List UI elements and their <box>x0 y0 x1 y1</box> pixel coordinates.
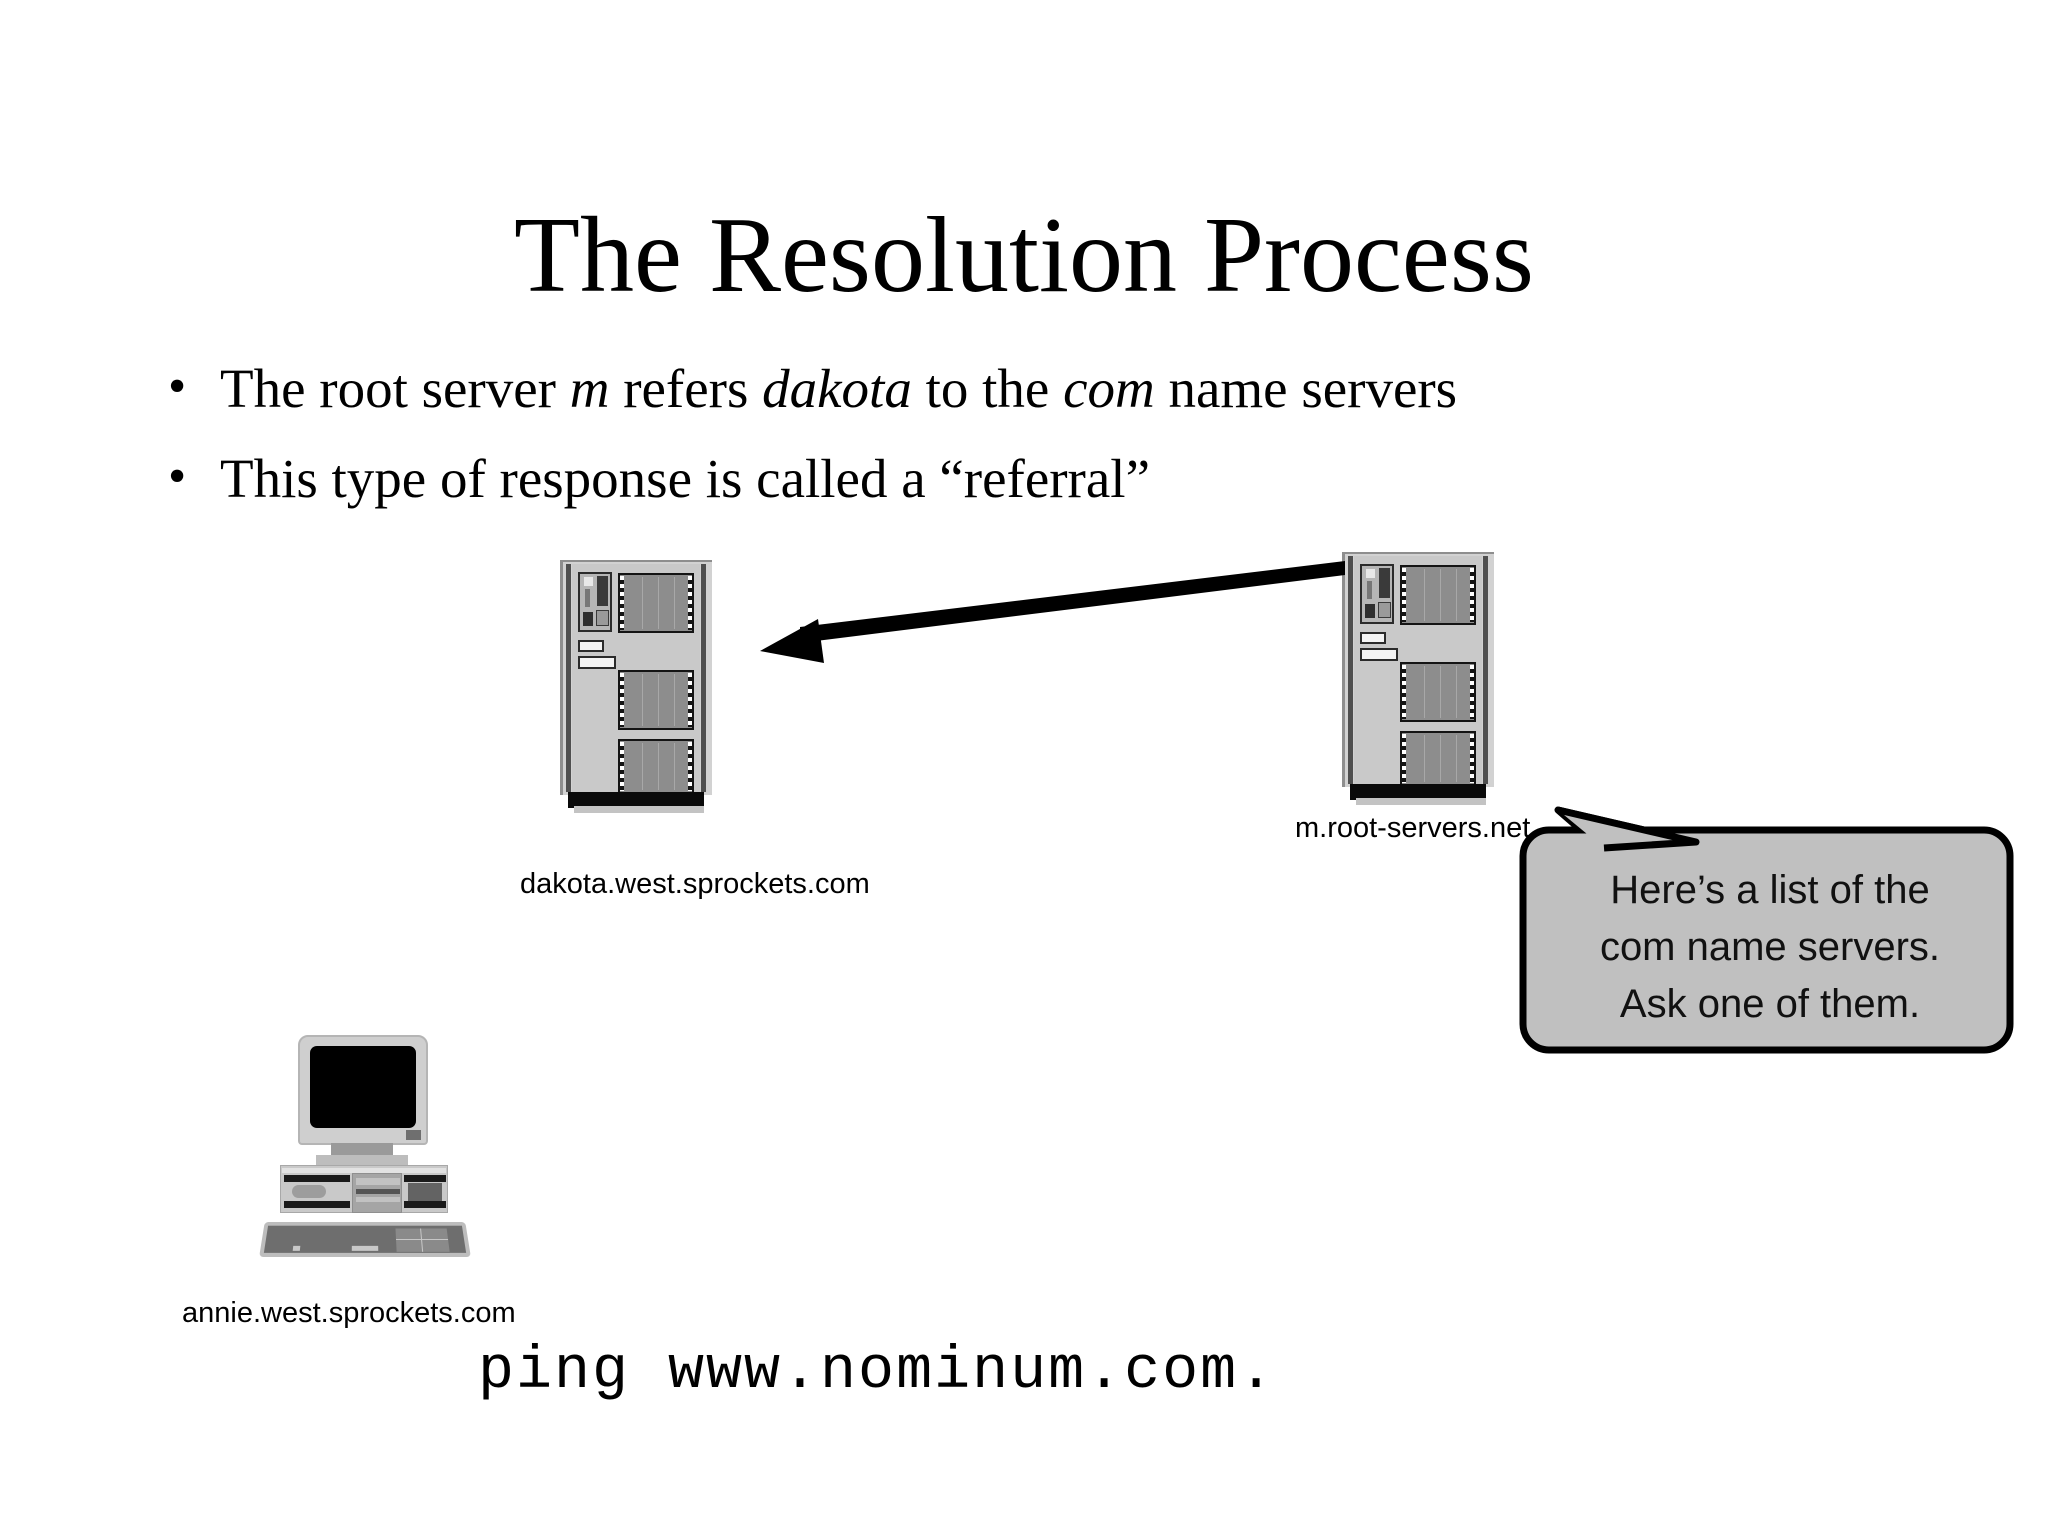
case-vent-stripe <box>404 1201 446 1208</box>
server-rail-left <box>1348 556 1353 784</box>
caption-annie: annie.west.sprockets.com <box>182 1297 516 1329</box>
server-drive-bay <box>1400 662 1476 722</box>
speech-bubble-line-1: Here’s a list of the <box>1610 868 1930 912</box>
server-slot-strip <box>578 656 616 669</box>
server-shadow <box>574 806 704 813</box>
server-base <box>1350 784 1486 800</box>
bullet-item-1: • The root server m refers dakota to the… <box>150 358 1970 420</box>
server-rail-left <box>566 564 571 792</box>
server-face <box>572 564 700 794</box>
caption-dakota: dakota.west.sprockets.com <box>520 868 870 900</box>
speech-bubble-text: Here’s a list of the com name servers. A… <box>1545 862 1995 1032</box>
server-drive-bay <box>1400 565 1476 625</box>
bullet-1-seg-3: dakota <box>762 358 912 419</box>
computer-case-top <box>282 1168 446 1173</box>
bullet-item-1-text: The root server m refers dakota to the c… <box>220 358 1970 420</box>
bullet-1-seg-2: refers <box>609 358 763 419</box>
server-drive-bay <box>1400 731 1476 786</box>
bullet-1-seg-1: m <box>569 358 610 419</box>
case-vent-stripe <box>284 1201 350 1208</box>
referral-arrow-icon <box>760 561 1345 663</box>
bullet-item-2: • This type of response is called a “ref… <box>150 448 1970 510</box>
server-rail-right <box>701 564 706 792</box>
monitor-stand <box>316 1155 408 1167</box>
server-drive-bay <box>618 573 694 633</box>
bullet-item-2-text: This type of response is called a “refer… <box>220 447 1150 509</box>
speech-bubble-line-3: Ask one of them. <box>1619 981 1921 1026</box>
bullet-marker-icon: • <box>168 447 187 505</box>
ping-command-text: ping www.nominum.com. <box>478 1338 1277 1406</box>
server-face <box>1354 556 1482 786</box>
server-drive-bay <box>618 739 694 794</box>
bullet-list: • The root server m refers dakota to the… <box>150 358 1970 537</box>
server-slot-strip <box>1360 632 1386 644</box>
server-rack-icon-root <box>1342 552 1494 805</box>
page-title: The Resolution Process <box>514 196 1534 315</box>
monitor-screen <box>310 1046 416 1128</box>
server-rack-icon-dakota <box>560 560 712 813</box>
speech-bubble-line-2: com name servers. <box>1599 924 1941 969</box>
server-base <box>568 792 704 808</box>
case-vent-stripe <box>404 1175 446 1182</box>
speech-bubble <box>1519 806 2014 1054</box>
bullet-marker-icon: • <box>168 358 187 415</box>
server-shadow <box>1356 798 1486 805</box>
server-control-panel <box>1360 564 1394 624</box>
desktop-computer-icon <box>258 1035 476 1257</box>
caption-root-server: m.root-servers.net <box>1295 812 1531 844</box>
floppy-drive-icon <box>352 1173 402 1213</box>
monitor-neck <box>331 1143 393 1157</box>
case-port <box>408 1183 442 1201</box>
server-drive-bay <box>618 670 694 730</box>
keyboard-icon <box>259 1221 471 1257</box>
server-slot-strip <box>1360 648 1398 661</box>
server-slot-strip <box>578 640 604 652</box>
server-control-panel <box>578 572 612 632</box>
case-badge <box>292 1185 326 1198</box>
bullet-1-seg-5: com <box>1063 358 1155 419</box>
bullet-1-seg-4: to the <box>911 358 1064 419</box>
bullet-1-seg-0: The root server <box>220 358 570 419</box>
bullet-1-seg-6: name servers <box>1154 358 1458 419</box>
server-rail-right <box>1483 556 1488 784</box>
monitor-power-led-icon <box>406 1130 421 1140</box>
case-vent-stripe <box>284 1175 350 1182</box>
